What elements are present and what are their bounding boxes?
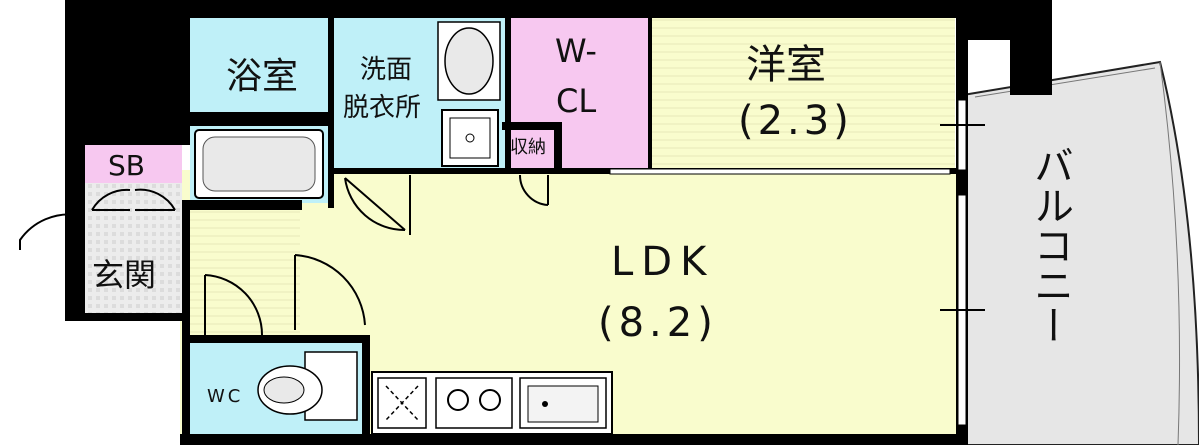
washroom-label-line2: 脱衣所: [343, 93, 421, 123]
doors: [19, 174, 549, 336]
window-upper: [957, 99, 967, 171]
storage-floor: [508, 128, 558, 170]
western-room-label: 洋室: [746, 42, 826, 88]
wcl-label-line1: W-: [555, 32, 597, 70]
ldk-size: (8.2): [598, 300, 718, 346]
wcl-label-line2: CL: [556, 82, 596, 120]
kitchen-counter: [371, 371, 613, 435]
western-room-size: (2.3): [738, 98, 853, 144]
balcony-label: バルコニー: [1027, 145, 1073, 345]
sliding-door: [609, 168, 951, 175]
hall-floor: [182, 205, 300, 335]
balcony-area: [962, 60, 1199, 445]
entrance-label: 玄関: [92, 256, 156, 294]
bath-label: 浴室: [226, 56, 298, 97]
toilet: [257, 351, 358, 421]
western-room-floor: [650, 18, 955, 170]
storage-label: 収納: [510, 137, 546, 158]
ldk-label: LDK: [611, 239, 714, 285]
sb-label: SB: [108, 149, 145, 182]
walls: [65, 0, 1052, 445]
washing-machine-pan: [441, 109, 499, 167]
sb-floor: [82, 145, 182, 183]
entrance-floor: [82, 183, 182, 313]
wc-label: WC: [207, 386, 243, 407]
washroom-label-line1: 洗面: [360, 55, 412, 85]
